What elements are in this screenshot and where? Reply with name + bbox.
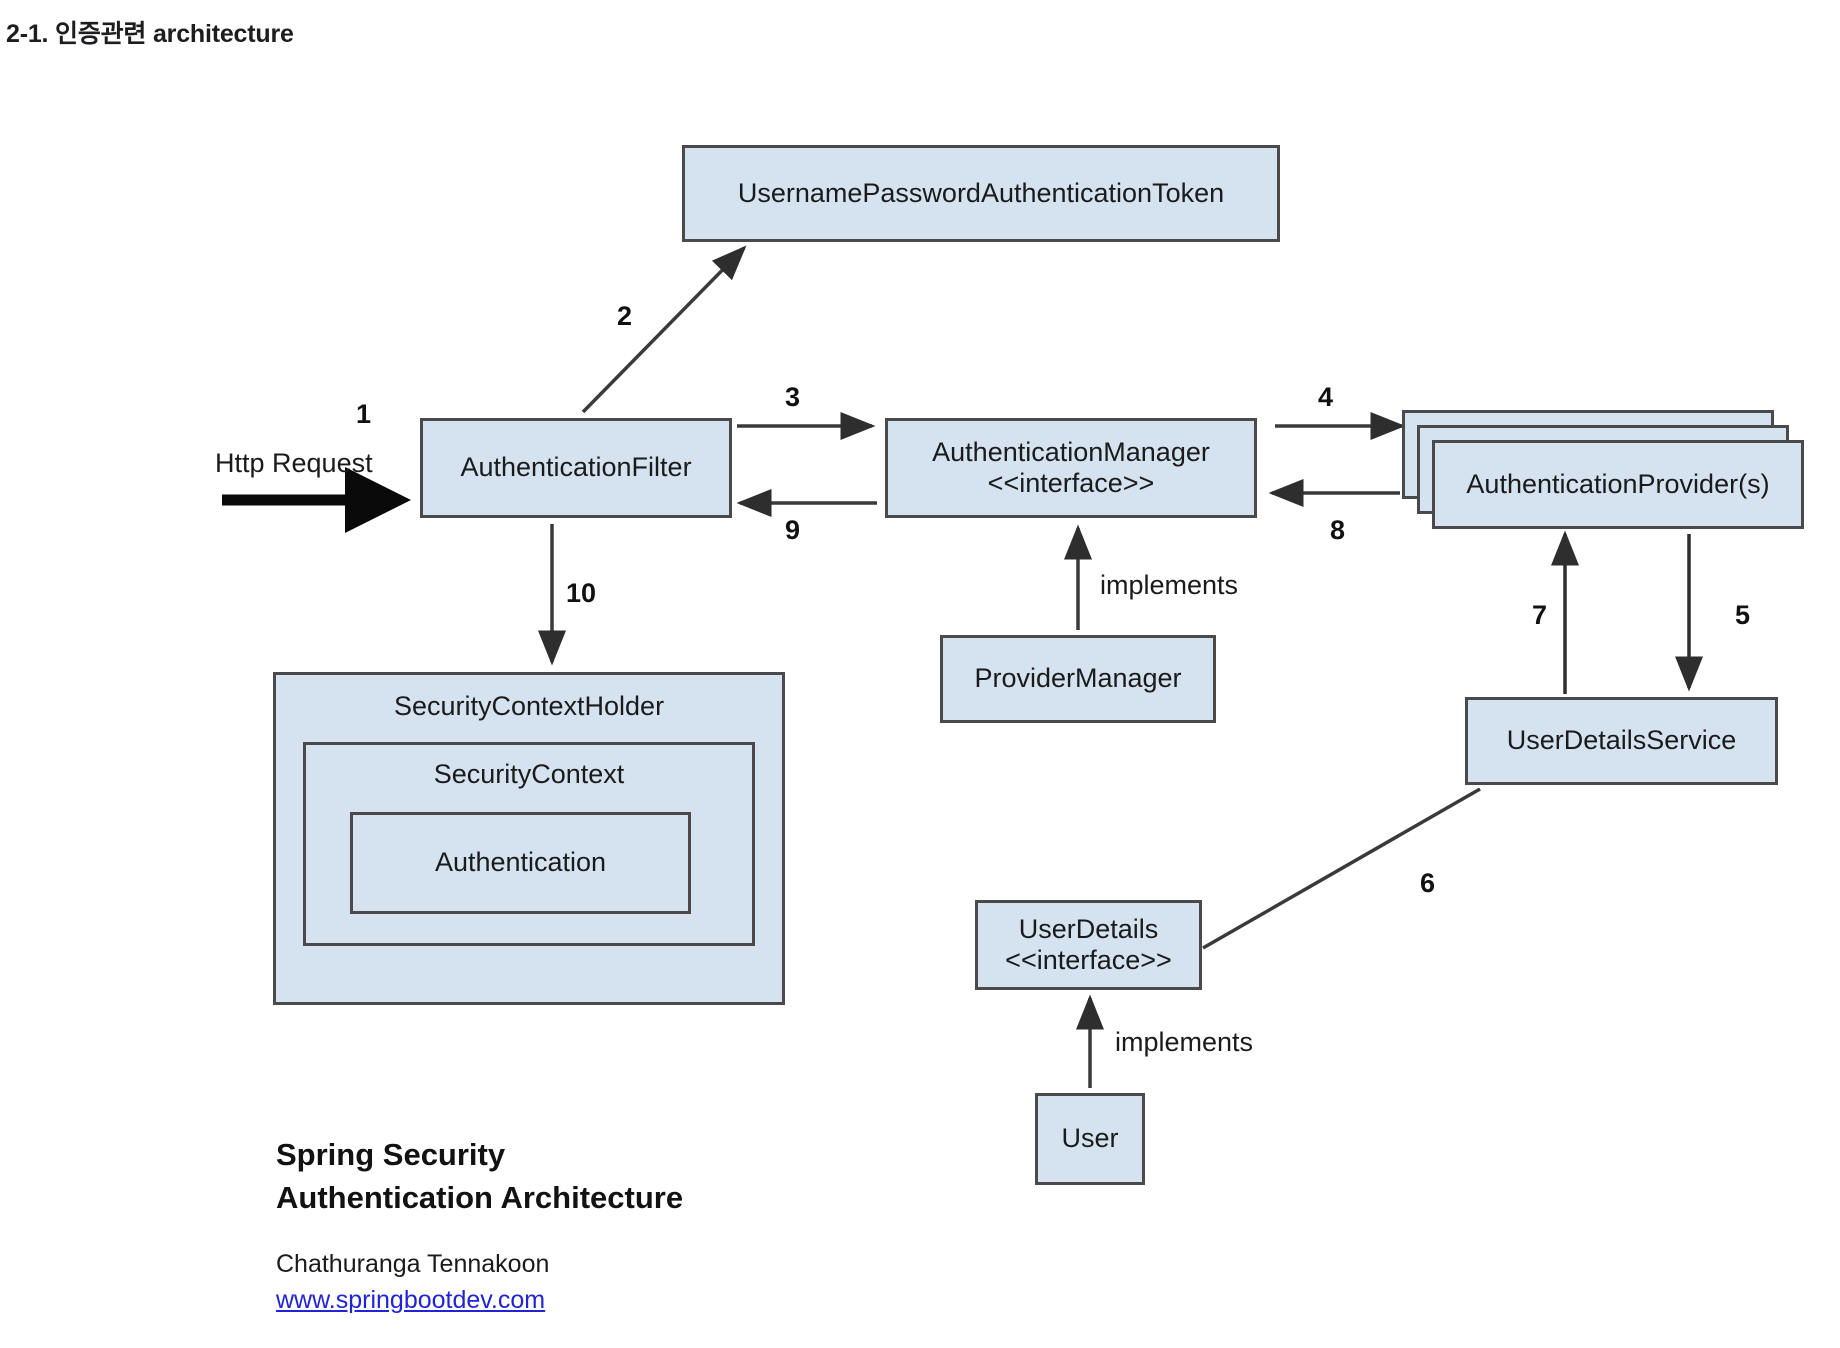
edge-number-3: 3	[785, 382, 801, 412]
node-authentication-filter[interactable]: AuthenticationFilter	[420, 418, 732, 518]
edge-number-5: 5	[1735, 600, 1751, 630]
label-implements-user: implements	[1115, 1027, 1254, 1057]
node-user-details[interactable]: UserDetails <<interface>>	[975, 900, 1202, 990]
edge-number-1: 1	[356, 399, 372, 429]
edge-number-2: 2	[617, 301, 633, 331]
label-http-request: Http Request	[215, 448, 373, 478]
credit-link[interactable]: www.springbootdev.com	[276, 1286, 546, 1314]
edge-number-6: 6	[1420, 868, 1436, 898]
edge-2-filter-to-token	[581, 245, 747, 414]
credit-author: Chathuranga Tennakoon	[276, 1250, 550, 1278]
node-provider-manager[interactable]: ProviderManager	[940, 635, 1216, 723]
node-authentication[interactable]: Authentication	[350, 812, 691, 914]
edge-number-9: 9	[785, 515, 801, 545]
node-username-password-authentication-token[interactable]: UsernamePasswordAuthenticationToken	[682, 145, 1280, 242]
node-authentication-manager[interactable]: AuthenticationManager <<interface>>	[885, 418, 1257, 518]
node-user-details-service[interactable]: UserDetailsService	[1465, 697, 1778, 785]
node-security-context-label: SecurityContext	[433, 759, 625, 789]
page-title: 2-1. 인증관련 architecture	[6, 20, 294, 48]
edge-number-7: 7	[1532, 600, 1548, 630]
node-authentication-provider[interactable]: AuthenticationProvider(s)	[1432, 440, 1804, 529]
edge-number-8: 8	[1330, 515, 1346, 545]
edge-number-10: 10	[566, 578, 597, 608]
edge-number-4: 4	[1318, 382, 1334, 412]
label-implements-provider-manager: implements	[1100, 570, 1239, 600]
edge-6-userdetails-to-userdetailsservice	[1202, 787, 1481, 950]
node-user[interactable]: User	[1035, 1093, 1145, 1185]
node-security-context-holder-label: SecurityContextHolder	[393, 691, 665, 721]
credit-title: Spring Security Authentication Architect…	[276, 1137, 684, 1215]
node-authentication-label: Authentication	[434, 847, 607, 878]
